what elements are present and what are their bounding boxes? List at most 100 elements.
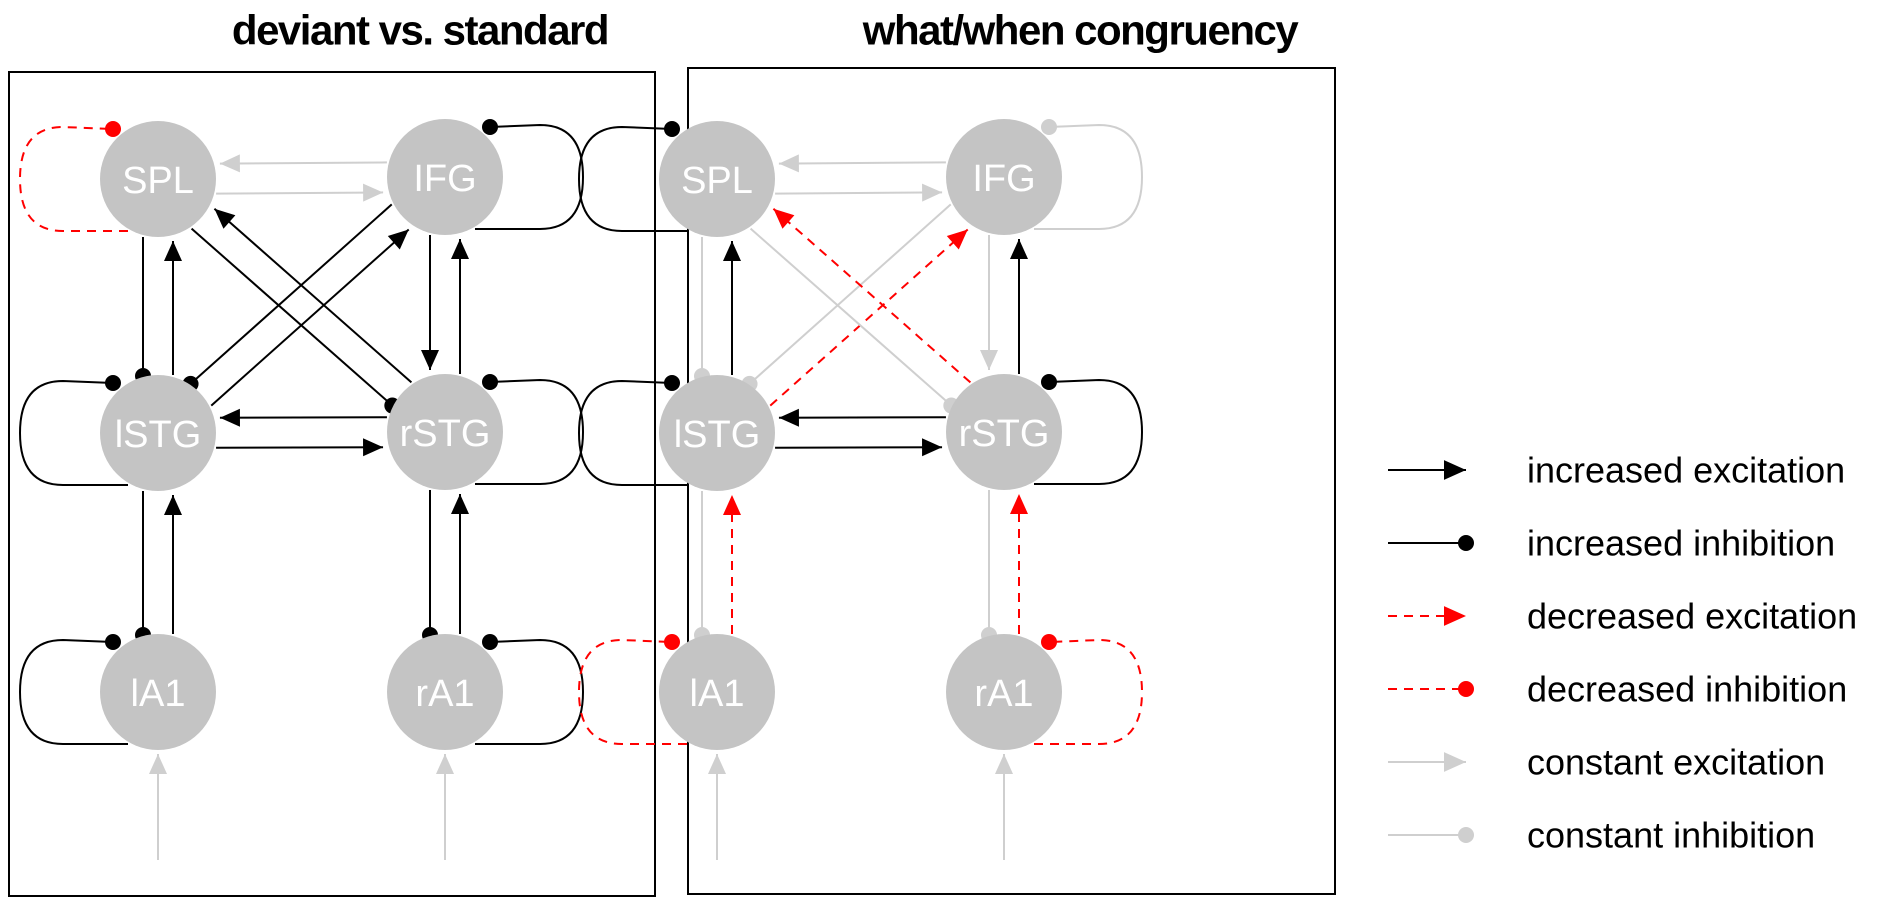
connection-line [190, 227, 393, 407]
legend-item-decreased-inhibition: decreased inhibition [1388, 669, 1847, 710]
panel-title: what/when congruency [862, 7, 1300, 54]
inhibition-dot [482, 634, 498, 650]
connection-lSTG-to-rSTG [216, 438, 384, 457]
connection-rSTG-to-SPL [213, 207, 413, 384]
node-rSTG: rSTG [387, 374, 503, 490]
arrowhead [219, 408, 240, 427]
arrowhead [387, 229, 409, 250]
connection-line [748, 203, 952, 385]
inhibition-dot [1041, 374, 1057, 390]
connection-rSTG-to-rA1 [981, 490, 997, 643]
inhibition-dot [664, 375, 680, 391]
self-connection-loop [475, 123, 585, 230]
connection-line [219, 416, 387, 419]
input-to-rA1 [995, 754, 1013, 860]
arrowhead [149, 754, 167, 774]
node-circle [387, 119, 503, 235]
connection-line [778, 416, 946, 419]
self-connection-rSTG [475, 374, 585, 485]
self-connection-loop [577, 125, 687, 232]
connection-rSTG-to-lSTG [219, 408, 387, 427]
connection-IFG-to-rSTG [980, 235, 998, 370]
node-label: IFG [972, 158, 1035, 200]
arrowhead [922, 183, 943, 202]
panel-what-when-congruency: what/when congruency SPL IFG lSTG rSTG lA1 rA… [577, 7, 1336, 895]
node-circle [946, 374, 1062, 490]
connection-line [213, 207, 413, 384]
connection-line [210, 228, 410, 407]
self-connection-loop [475, 638, 585, 745]
node-lA1: lA1 [659, 634, 775, 750]
arrowhead [363, 183, 384, 202]
connection-line [775, 191, 943, 195]
node-label: rA1 [974, 673, 1033, 715]
node-circle [946, 119, 1062, 235]
node-rA1: rA1 [387, 634, 503, 750]
connection-rSTG-to-rA1 [422, 490, 438, 643]
inhibition-dot [105, 121, 121, 137]
input-to-rA1 [436, 754, 454, 860]
self-connection-loop [1034, 638, 1144, 745]
node-label: lA1 [131, 673, 186, 715]
node-lA1: lA1 [100, 634, 216, 750]
self-connection-lA1 [18, 634, 128, 745]
node-IFG: IFG [946, 119, 1062, 235]
legend-item-constant-inhibition: constant inhibition [1388, 815, 1815, 856]
self-connection-IFG [1034, 119, 1144, 230]
arrowhead [1444, 460, 1466, 480]
node-label: rSTG [959, 413, 1050, 455]
connection-SPL-to-IFG [775, 183, 943, 202]
connection-SPL-to-rSTG [190, 227, 401, 414]
arrowhead [946, 229, 968, 250]
node-SPL: SPL [659, 121, 775, 237]
arrowhead [723, 495, 741, 515]
self-connection-loop [18, 379, 128, 486]
arrowhead [436, 754, 454, 774]
connection-line [769, 228, 969, 407]
legend-label: decreased excitation [1527, 596, 1857, 637]
arrowhead [214, 208, 236, 229]
connection-lSTG-to-IFG [769, 228, 969, 407]
arrowhead [219, 154, 240, 173]
node-label: SPL [122, 160, 194, 202]
connection-rSTG-to-SPL [772, 207, 972, 384]
inhibition-dot [482, 119, 498, 135]
node-label: lSTG [674, 414, 761, 456]
self-connection-SPL [577, 121, 687, 232]
connection-lA1-to-lSTG [723, 495, 741, 634]
self-connection-lA1 [577, 634, 687, 745]
arrowhead [1444, 752, 1466, 772]
arrowhead [723, 241, 741, 261]
connection-lSTG-to-IFG [210, 228, 410, 407]
arrowhead [1444, 606, 1466, 626]
connection-SPL-to-rSTG [749, 227, 960, 414]
connection-lA1-to-lSTG [164, 495, 182, 634]
node-rA1: rA1 [946, 634, 1062, 750]
self-connection-rA1 [475, 634, 585, 745]
node-label: lSTG [115, 414, 202, 456]
connection-rA1-to-rSTG [1010, 494, 1028, 634]
self-connection-IFG [475, 119, 585, 230]
legend-item-constant-excitation: constant excitation [1388, 742, 1825, 783]
node-IFG: IFG [387, 119, 503, 235]
arrowhead [451, 494, 469, 514]
inhibition-dot [1041, 634, 1057, 650]
node-circle [659, 121, 775, 237]
legend-label: constant inhibition [1527, 815, 1815, 856]
node-label: rSTG [400, 413, 491, 455]
connection-line [189, 203, 393, 385]
connection-rSTG-to-lSTG [778, 408, 946, 427]
node-label: rA1 [415, 673, 474, 715]
self-connection-loop [577, 379, 687, 486]
legend-item-increased-inhibition: increased inhibition [1388, 523, 1835, 564]
connection-IFG-to-rSTG [421, 235, 439, 370]
connection-lSTG-to-rSTG [775, 438, 943, 457]
connection-rSTG-to-IFG [1010, 239, 1028, 374]
connection-rA1-to-rSTG [451, 494, 469, 634]
connections [577, 119, 1144, 860]
connection-lSTG-to-lA1 [694, 491, 710, 643]
node-lSTG: lSTG [100, 375, 216, 491]
legend-item-decreased-excitation: decreased excitation [1388, 596, 1857, 637]
